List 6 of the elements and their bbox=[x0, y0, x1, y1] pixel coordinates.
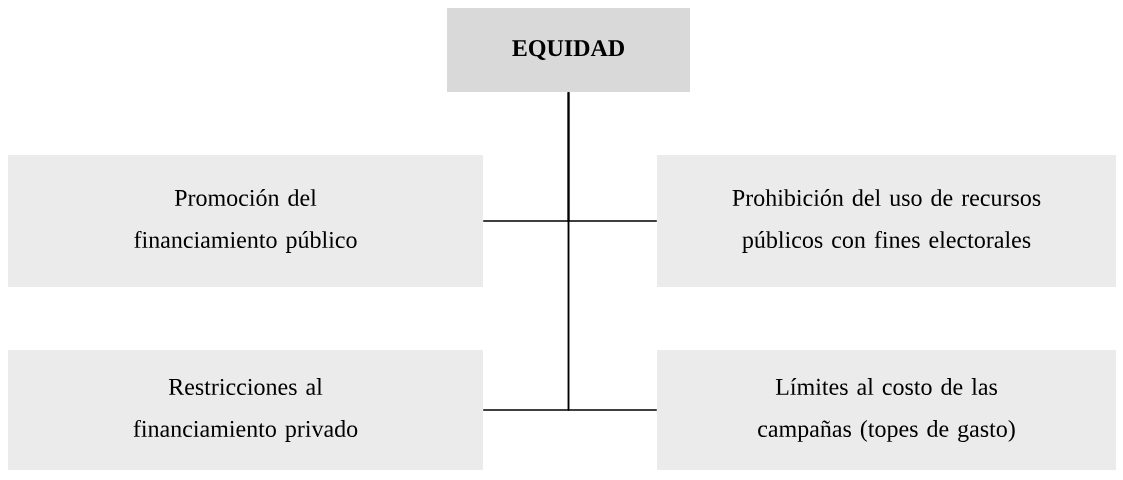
category-box: Límites al costo de las campañas (topes de gasto) bbox=[657, 350, 1116, 470]
category-box: Prohibición del uso de recursos públicos con fines electorales bbox=[657, 155, 1116, 287]
category-box: Restricciones al financiamiento privado bbox=[8, 350, 483, 470]
connector-line bbox=[567, 91, 658, 411]
category-box: Promoción del financiamiento público bbox=[8, 155, 483, 287]
title-box: EQUIDAD bbox=[447, 8, 690, 92]
